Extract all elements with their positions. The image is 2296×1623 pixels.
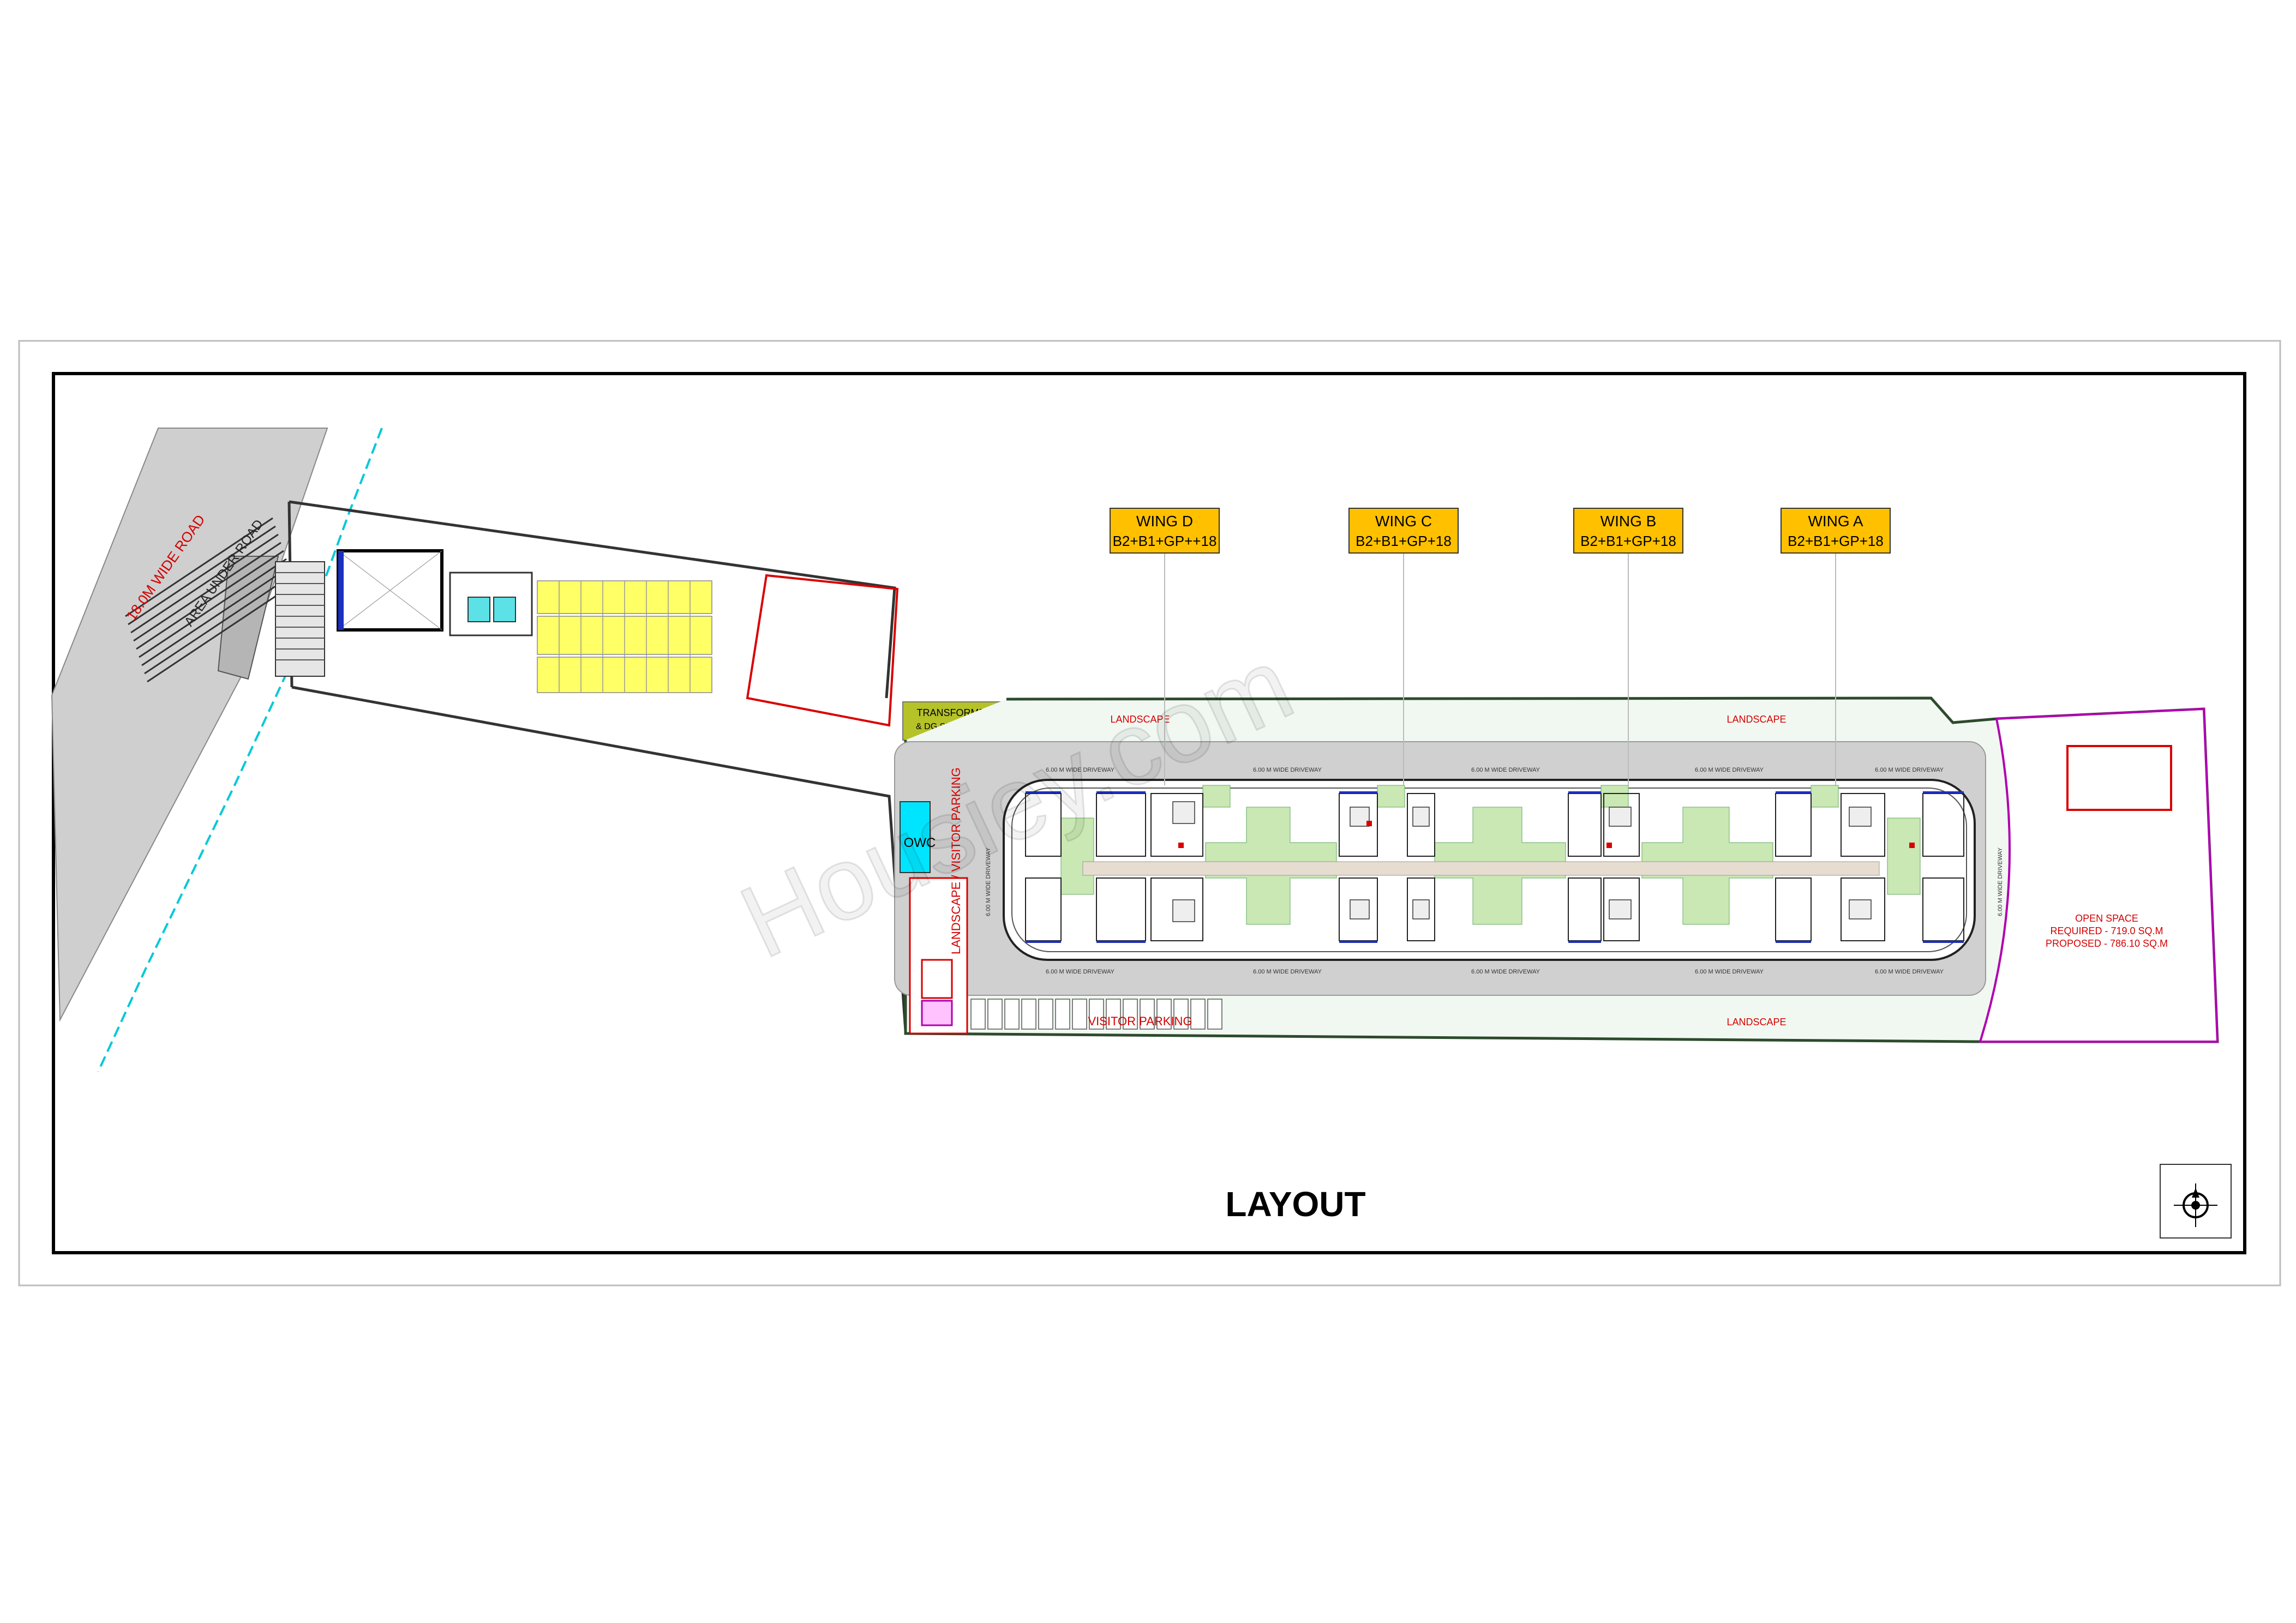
wing-d-label: WING D B2+B1+GP++18: [1110, 508, 1220, 554]
road-area: 18.0M WIDE ROAD AREA UNDER ROAD: [51, 428, 383, 1072]
compass-icon: [2160, 1164, 2232, 1239]
landscape-label-bottom: LANDSCAPE: [1727, 1017, 1786, 1027]
wing-c-floors: B2+B1+GP+18: [1356, 533, 1452, 549]
wing-b-label: WING B B2+B1+GP+18: [1573, 508, 1683, 554]
driveway-label-b2: 6.00 M WIDE DRIVEWAY: [1253, 969, 1322, 975]
owc-label: OWC: [904, 835, 936, 850]
wing-b-name: WING B: [1600, 513, 1657, 530]
outer-frame: [18, 340, 2281, 1287]
wing-b-floors: B2+B1+GP+18: [1580, 533, 1676, 549]
wing-a-floors: B2+B1+GP+18: [1788, 533, 1884, 549]
wing-a-name: WING A: [1808, 513, 1863, 530]
owc-box: [900, 801, 931, 873]
open-space-label-3: PROPOSED - 786.10 SQ.M: [2046, 938, 2168, 949]
wing-c-name: WING C: [1375, 513, 1432, 530]
wing-d-name: WING D: [1136, 513, 1193, 530]
driveway-label-t5: 6.00 M WIDE DRIVEWAY: [1875, 767, 1944, 773]
driveway-label-b4: 6.00 M WIDE DRIVEWAY: [1695, 969, 1764, 975]
driveway-label-t3: 6.00 M WIDE DRIVEWAY: [1471, 767, 1540, 773]
wing-labels: WING D B2+B1+GP++18 WING C B2+B1+GP+18 W…: [1110, 508, 1891, 554]
open-space-label-2: REQUIRED - 719.0 SQ.M: [2050, 925, 2163, 936]
main-plot: OWC LANDSCAPE / VISITOR PARKING VISITOR …: [894, 696, 2219, 1043]
wing-a-label: WING A B2+B1+GP+18: [1781, 508, 1891, 554]
open-space-label-1: OPEN SPACE: [2075, 913, 2138, 924]
driveway-label-b3: 6.00 M WIDE DRIVEWAY: [1471, 969, 1540, 975]
driveway-label-t1: 6.00 M WIDE DRIVEWAY: [1046, 767, 1115, 773]
driveway-label-b5: 6.00 M WIDE DRIVEWAY: [1875, 969, 1944, 975]
drawing-border: [52, 372, 2246, 1254]
landscape-visitor-parking-label: LANDSCAPE / VISITOR PARKING: [949, 767, 963, 954]
driveway-label-t4: 6.00 M WIDE DRIVEWAY: [1695, 767, 1764, 773]
landscape-label-top-left: LANDSCAPE: [1110, 714, 1170, 725]
visitor-parking-label: VISITOR PARKING: [1088, 1014, 1192, 1028]
driveway-label-t2: 6.00 M WIDE DRIVEWAY: [1253, 767, 1322, 773]
wing-d-floors: B2+B1+GP++18: [1113, 533, 1217, 549]
landscape-label-top-right: LANDSCAPE: [1727, 714, 1786, 725]
driveway-label-left: 6.00 M WIDE DRIVEWAY: [985, 847, 992, 916]
driveway-label-b1: 6.00 M WIDE DRIVEWAY: [1046, 969, 1115, 975]
driveway-label-right: 6.00 M WIDE DRIVEWAY: [1997, 847, 2004, 916]
wing-c-label: WING C B2+B1+GP+18: [1348, 508, 1459, 554]
layout-title: LAYOUT: [1225, 1185, 1365, 1224]
